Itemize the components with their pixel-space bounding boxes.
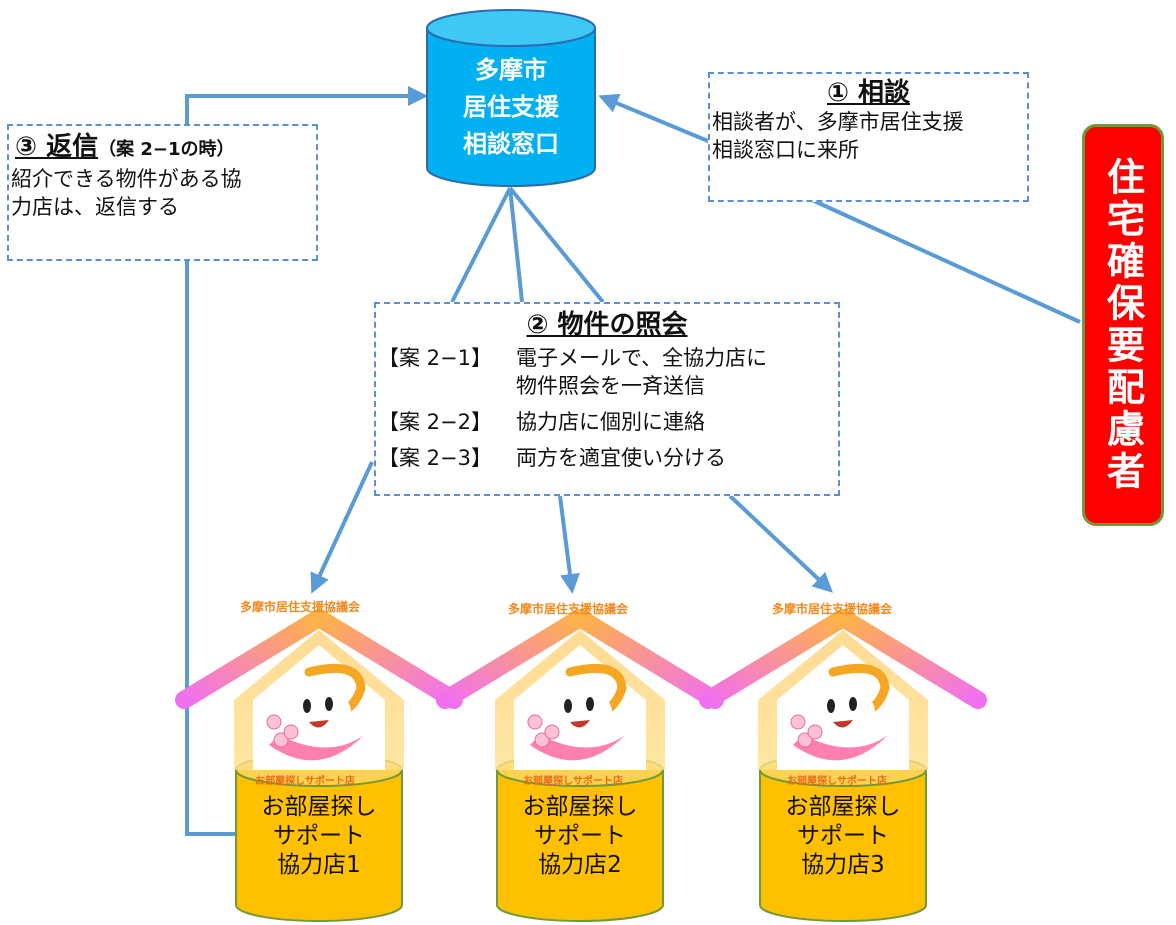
shop2-association: 多摩市居住支援協議会 bbox=[507, 602, 628, 616]
step2-item-text: 協力店に個別に連絡 bbox=[516, 410, 705, 434]
shop3-line-3: 協力店3 bbox=[801, 852, 885, 878]
step2-box: ② 物件の照会 【案 2−1】電子メールで、全協力店に 物件照会を一斉送信 【案… bbox=[374, 302, 840, 496]
shop2-mascot-face bbox=[548, 688, 612, 736]
step2-item: 【案 2−2】協力店に個別に連絡 bbox=[378, 408, 836, 436]
shop3-flower-3 bbox=[807, 724, 823, 740]
shop3-line-1: お部屋探し bbox=[785, 794, 901, 820]
shop3-association: 多摩市居住支援協議会 bbox=[771, 602, 892, 616]
shop1-flower-2 bbox=[273, 732, 289, 748]
shop3-cylinder bbox=[759, 770, 927, 922]
shop1-line-2: サポート bbox=[273, 823, 365, 849]
shop1-sign: お部屋探しサポート店 bbox=[255, 776, 355, 787]
center-to-step2-line-b bbox=[508, 187, 524, 303]
shop2-flower-3 bbox=[544, 724, 560, 740]
step2-title: ② 物件の照会 bbox=[526, 310, 688, 340]
shop1-flower-3 bbox=[283, 724, 299, 740]
shop1-cylinder bbox=[235, 770, 403, 922]
shop3-flower-1 bbox=[790, 714, 806, 730]
step2-item: 【案 2−3】両方を適宜使い分ける bbox=[378, 444, 836, 472]
step2-item-tag bbox=[378, 372, 516, 400]
shop1-mascot-eye-right bbox=[325, 697, 333, 711]
shop1-line-1: お部屋探し bbox=[261, 794, 377, 820]
step3-line-1: 紹介できる物件がある協 bbox=[11, 167, 242, 191]
shop3-mascot-eye-right bbox=[849, 697, 857, 711]
step2-to-shop2-arrow bbox=[558, 495, 580, 594]
shop1-label: お部屋探し サポート 協力店1 bbox=[236, 793, 402, 880]
center-to-step2-line-a bbox=[450, 187, 512, 303]
shop3-roof-left bbox=[699, 609, 852, 709]
shop2-mascot-swirl bbox=[530, 735, 625, 761]
shop2-mascot-eye-right bbox=[586, 697, 594, 711]
center-label: 多摩市 居住支援 相談窓口 bbox=[427, 52, 595, 163]
shop2-sign: お部屋探しサポート店 bbox=[523, 776, 623, 787]
shop1-mascot-face bbox=[287, 688, 351, 736]
step1-title: ① 相談 bbox=[826, 78, 911, 108]
shop2-mascot-mouth bbox=[570, 720, 590, 728]
shop1-roof-right bbox=[310, 609, 463, 709]
shop1-flower-1 bbox=[266, 714, 282, 730]
client-label: 住宅確保要配慮者 bbox=[1100, 157, 1145, 493]
center-line-2: 居住支援 bbox=[463, 93, 559, 121]
step2-item-tag: 【案 2−3】 bbox=[378, 446, 492, 470]
center-line-1: 多摩市 bbox=[475, 56, 547, 84]
step2-item-text: 物件照会を一斉送信 bbox=[516, 374, 705, 398]
shop3-sign: お部屋探しサポート店 bbox=[787, 776, 887, 787]
step2-to-shop3-arrow bbox=[728, 494, 833, 593]
step1-to-center-arrow bbox=[598, 93, 721, 148]
shop3-mascot-face bbox=[811, 688, 875, 736]
shop2-mascot-eye-left bbox=[564, 699, 572, 713]
shop2-cylinder bbox=[496, 770, 664, 922]
step2-item-tag: 【案 2−2】 bbox=[378, 410, 492, 434]
step2-to-shop1-arrow bbox=[310, 461, 374, 594]
connectors bbox=[185, 86, 1081, 836]
step1-box: ① 相談 相談者が、多摩市居住支援 相談窓口に来所 bbox=[708, 72, 1029, 202]
shop2-flower-1 bbox=[527, 714, 543, 730]
client-box: 住宅確保要配慮者 bbox=[1082, 124, 1164, 526]
shop3-mascot-eye-left bbox=[827, 699, 835, 713]
shop3-label: お部屋探し サポート 協力店3 bbox=[760, 793, 926, 880]
step1-line-2: 相談窓口に来所 bbox=[712, 138, 859, 162]
shop2-roof-right bbox=[571, 609, 724, 709]
shop1-mascot-eye-left bbox=[303, 699, 311, 713]
step2-item: 物件照会を一斉送信 bbox=[378, 372, 836, 400]
shop2-label: お部屋探し サポート 協力店2 bbox=[497, 793, 663, 880]
step3-box: ③ 返信（案 2−1の時） 紹介できる物件がある協 力店は、返信する bbox=[7, 124, 318, 261]
shop3-mascot-mouth bbox=[833, 720, 853, 728]
shop3-roof-right bbox=[834, 609, 987, 709]
step2-item: 【案 2−1】電子メールで、全協力店に bbox=[378, 344, 836, 372]
shop2-roof-left bbox=[436, 609, 589, 709]
shop3-line-2: サポート bbox=[797, 823, 889, 849]
shop1-roof-left bbox=[175, 609, 328, 709]
shop1-mascot-mouth bbox=[309, 720, 329, 728]
step1-line-1: 相談者が、多摩市居住支援 bbox=[712, 110, 964, 134]
shop1-association: 多摩市居住支援協議会 bbox=[239, 600, 360, 614]
step2-item-text: 電子メールで、全協力店に bbox=[516, 346, 768, 370]
client-to-step1-line bbox=[811, 198, 1081, 324]
center-to-step2-line-c bbox=[508, 186, 605, 304]
step3-line-2: 力店は、返信する bbox=[11, 195, 179, 219]
step2-item-text: 両方を適宜使い分ける bbox=[516, 446, 726, 470]
shop2-line-3: 協力店2 bbox=[538, 852, 622, 878]
shops-layer bbox=[175, 609, 987, 922]
shop1-line-3: 協力店1 bbox=[277, 852, 361, 878]
shop2-flower-2 bbox=[534, 732, 550, 748]
shop3-mascot-swirl bbox=[793, 735, 888, 761]
shop3-flower-2 bbox=[797, 732, 813, 748]
return-path bbox=[185, 86, 428, 836]
step3-note: （案 2−1の時） bbox=[98, 139, 235, 160]
center-cylinder bbox=[426, 9, 596, 187]
step3-title: ③ 返信 bbox=[15, 132, 99, 162]
shop1-mascot-swirl bbox=[269, 735, 364, 761]
shop2-line-2: サポート bbox=[534, 823, 626, 849]
shop2-line-1: お部屋探し bbox=[522, 794, 638, 820]
step2-item-tag: 【案 2−1】 bbox=[378, 346, 492, 370]
center-line-3: 相談窓口 bbox=[463, 130, 559, 158]
